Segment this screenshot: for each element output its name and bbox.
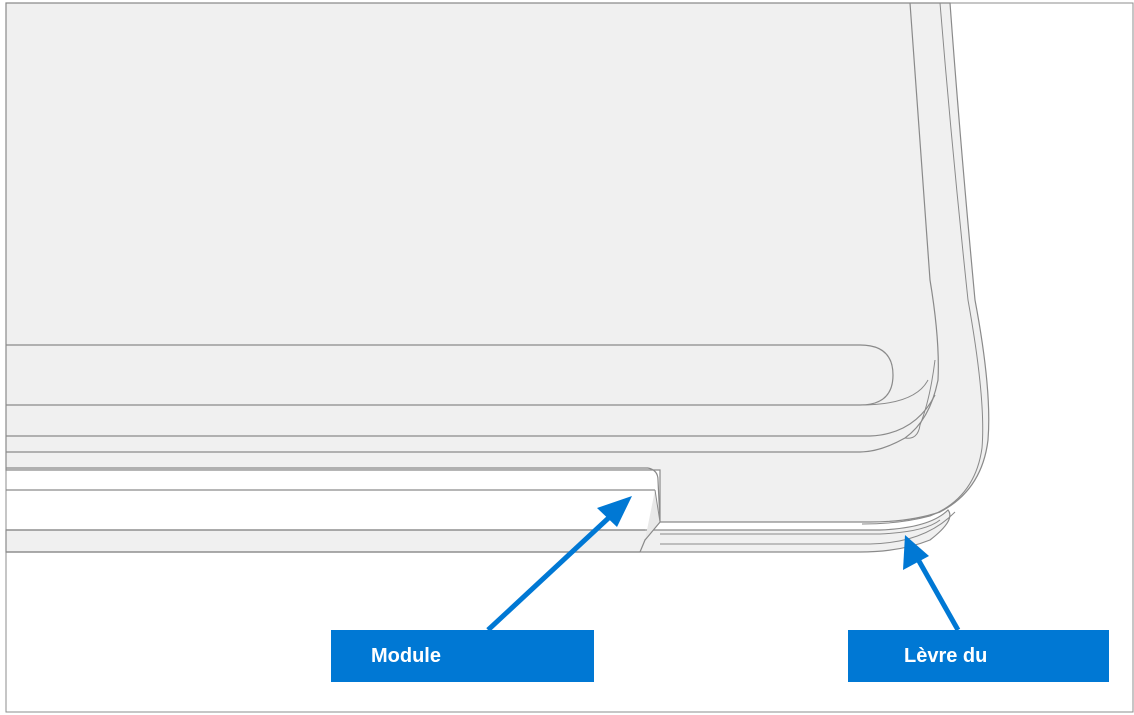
bezel-edge-line [861, 2, 984, 525]
module-callout-box [331, 630, 594, 682]
module-face [644, 489, 661, 541]
module-arrow-line [486, 510, 617, 632]
keyboard-edge-lower [6, 394, 936, 437]
keyboard-side-step [904, 359, 936, 439]
levre-arrow-line [912, 552, 961, 632]
module-callout-label: Module [371, 644, 441, 667]
bezel-edge-line-2 [6, 2, 939, 453]
levre-curve [660, 519, 941, 535]
levre-curve-outer [660, 511, 956, 545]
base-bottom-layer [5, 509, 951, 553]
module-arrow-head [597, 496, 632, 527]
levre-arrow-head [903, 535, 929, 570]
trackpad-lip [6, 344, 894, 406]
keyboard-edge-upper [859, 379, 929, 406]
levre-callout-label: Lèvre du [904, 644, 988, 667]
device-body [5, 2, 990, 523]
levre-callout-box [848, 630, 1109, 682]
module-step [639, 467, 661, 553]
